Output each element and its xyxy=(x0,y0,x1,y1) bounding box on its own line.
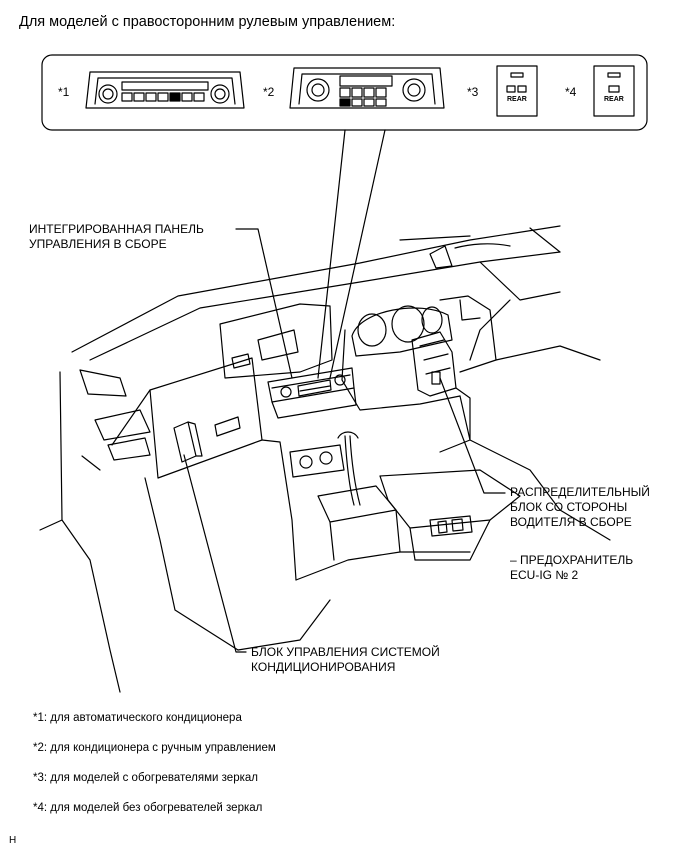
zoom-funnel xyxy=(317,129,386,379)
corner-mark: H xyxy=(9,835,17,846)
variant-1-panel-drawing xyxy=(85,71,245,109)
variant-3-switch-drawing xyxy=(496,65,538,117)
variant-2-marker: *2 xyxy=(263,85,275,99)
variant-1-marker: *1 xyxy=(58,85,70,99)
callout-junction-block-line3: ВОДИТЕЛЯ В СБОРЕ xyxy=(510,515,632,529)
callout-fuse-line2: ECU-IG № 2 xyxy=(510,568,579,582)
footnote-2: *2: для кондиционера с ручным управление… xyxy=(33,742,276,754)
callout-ac-ecu-line2: КОНДИЦИОНИРОВАНИЯ xyxy=(251,660,396,674)
leader-junction-block xyxy=(439,377,506,494)
variant-4-marker: *4 xyxy=(565,85,577,99)
callout-ac-ecu-line1: БЛОК УПРАВЛЕНИЯ СИСТЕМОЙ xyxy=(251,645,440,659)
leader-integrated-panel xyxy=(235,228,293,379)
leader-ac-ecu xyxy=(183,454,247,653)
variant-4-switch-label: REAR xyxy=(604,96,624,103)
footnote-3: *3: для моделей с обогревателями зеркал xyxy=(33,772,258,784)
callout-fuse-line1: – ПРЕДОХРАНИТЕЛЬ xyxy=(510,553,634,567)
callout-integrated-panel-line1: ИНТЕГРИРОВАННАЯ ПАНЕЛЬ xyxy=(29,222,204,236)
variant-2-panel-drawing xyxy=(289,67,445,109)
callout-junction-block-line1: РАСПРЕДЕЛИТЕЛЬНЫЙ xyxy=(510,485,650,499)
callout-integrated-panel-line2: УПРАВЛЕНИЯ В СБОРЕ xyxy=(29,237,167,251)
variant-3-marker: *3 xyxy=(467,85,479,99)
footnote-4: *4: для моделей без обогревателей зеркал xyxy=(33,802,263,814)
variant-3-switch-label: REAR xyxy=(507,96,527,103)
variants-box xyxy=(41,54,648,131)
footnote-1: *1: для автоматического кондиционера xyxy=(33,712,242,724)
page-title: Для моделей с правосторонним рулевым упр… xyxy=(19,14,396,30)
callout-junction-block-line2: БЛОК СО СТОРОНЫ xyxy=(510,500,628,514)
variant-4-switch-drawing xyxy=(593,65,635,117)
